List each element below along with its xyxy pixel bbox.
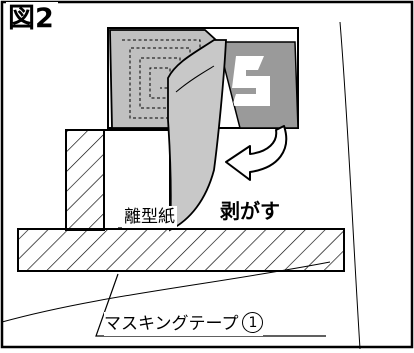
peel-arrow	[225, 125, 288, 181]
base-plate	[17, 228, 345, 272]
masking-tape-label-text: マスキングテープ	[104, 314, 239, 334]
figure-title: 図2	[6, 2, 58, 36]
right-edge-curve	[339, 21, 361, 350]
peel-label: 剥がす	[220, 198, 280, 224]
logo-mark	[232, 56, 270, 106]
masking-tape-leader	[95, 273, 326, 337]
release-paper-flap	[167, 39, 227, 232]
masking-tape-number-badge: 1	[242, 311, 264, 333]
dashed-spiral	[122, 39, 201, 119]
upright-block	[65, 129, 105, 231]
release-paper-label: 離型紙	[122, 206, 177, 228]
